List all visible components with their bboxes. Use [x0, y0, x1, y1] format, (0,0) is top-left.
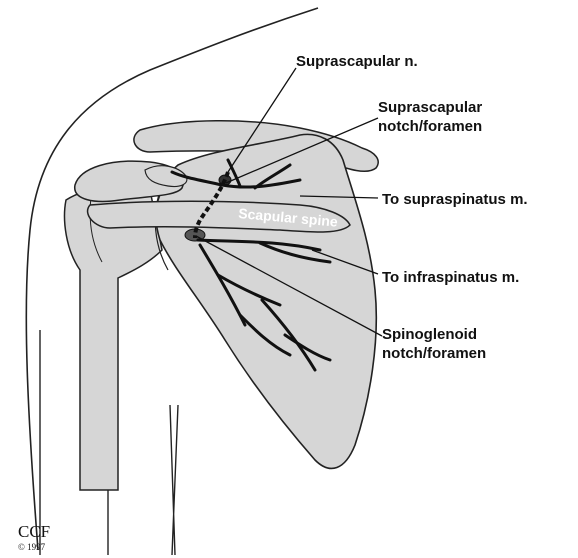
credit-copyright: © 1997 — [18, 542, 46, 552]
axilla-outline — [170, 405, 178, 555]
suprascapular-notch-label-line1: Suprascapular — [378, 99, 482, 116]
humerus — [65, 187, 162, 490]
spinoglenoid-label-line2: notch/foramen — [382, 345, 486, 362]
credit-mark: CCF — [18, 522, 50, 541]
suprascapular-nerve-label: Suprascapular n. — [296, 53, 418, 70]
suprascapular-notch-label-line2: notch/foramen — [378, 118, 482, 135]
spinoglenoid-label-line1: Spinoglenoid — [382, 326, 477, 343]
to-supraspinatus-label: To supraspinatus m. — [382, 191, 528, 208]
to-infraspinatus-label: To infraspinatus m. — [382, 269, 519, 286]
